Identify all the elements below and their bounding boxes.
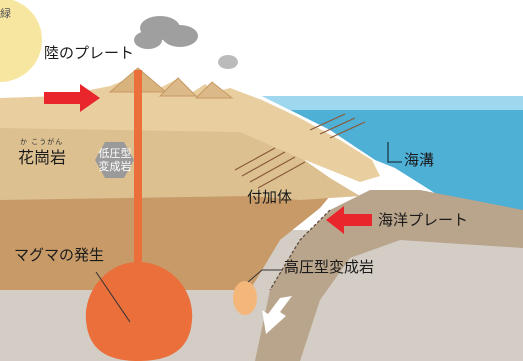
- high-pressure-leader: [247, 269, 263, 283]
- accretionary-prism-lines: [234, 113, 366, 189]
- continental-plate-label: 陸のプレート: [44, 44, 135, 62]
- trench-marker: [387, 142, 402, 163]
- red-arrow-right-icon: [44, 84, 100, 112]
- corner-partial-label: 緑: [0, 7, 11, 20]
- high-pressure-rock-blob: [233, 281, 257, 315]
- middle-crust-layer: [0, 120, 360, 200]
- low-pressure-rock-label: 低圧型 変成岩: [96, 147, 134, 173]
- mountain-icon: [158, 77, 198, 97]
- granite-label: 花崗岩: [18, 148, 67, 167]
- trench-label: 海溝: [404, 151, 435, 169]
- oceanic-slab-edge: [269, 209, 331, 291]
- low-pressure-rock-line1: 低圧型: [98, 147, 132, 160]
- white-arrow-down-icon: [262, 296, 292, 334]
- granite-reading-label: か こうがん: [20, 138, 64, 146]
- magma-leader: [95, 271, 131, 323]
- oceanic-plate-label: 海洋プレート: [378, 211, 469, 229]
- cloud-icon: [134, 16, 238, 69]
- red-arrow-left-icon: [326, 206, 372, 234]
- low-pressure-rock-line2: 変成岩: [98, 160, 132, 173]
- accretionary-prism-label: 付加体: [247, 188, 293, 206]
- hexagon-badge-icon: [95, 142, 134, 178]
- oceanic-plate-slab: [255, 190, 523, 361]
- high-pressure-rock-label: 高圧型変成岩: [284, 258, 375, 276]
- magma-conduit: [134, 70, 142, 270]
- lower-crust-layer: [0, 178, 330, 290]
- magma-chamber: [85, 262, 193, 361]
- mountain-icon: [194, 81, 234, 99]
- ocean-surface: [262, 96, 523, 110]
- sun-icon: [0, 0, 42, 82]
- magma-label: マグマの発生: [14, 246, 105, 264]
